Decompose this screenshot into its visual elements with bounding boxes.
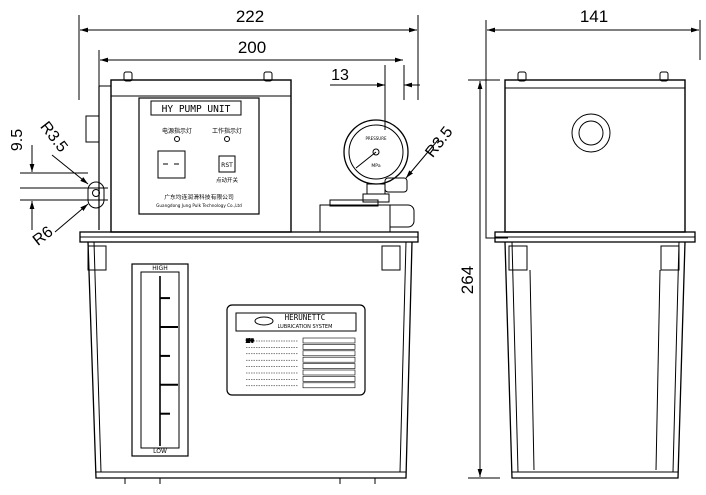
nameplate-rows: 型号	[246, 337, 356, 389]
gauge-fitting	[384, 177, 408, 193]
dim-label-264: 264	[458, 266, 477, 294]
gauge-nut	[362, 193, 390, 203]
nameplate-value-box	[302, 356, 356, 363]
tank-rib-left	[87, 245, 107, 271]
brand-logo-icon	[254, 316, 274, 326]
dim-label-200: 200	[238, 38, 266, 57]
gauge-pivot	[372, 148, 380, 156]
pressure-gauge-dial	[348, 124, 404, 180]
power-lamp-label: 电源指示灯	[162, 127, 192, 135]
top-bolt-left	[123, 71, 133, 82]
dim-label-13: 13	[331, 67, 349, 84]
tank-inner-left	[93, 241, 102, 473]
dim-label-141: 141	[580, 7, 608, 26]
work-indicator-lamp	[224, 136, 230, 142]
power-switch[interactable]	[157, 150, 186, 179]
nameplate-value-box	[302, 369, 356, 376]
side-bracket	[485, 170, 508, 239]
reset-button-frame[interactable]	[218, 155, 236, 173]
reset-switch-label: 点动开关	[216, 176, 239, 184]
side-motor-housing	[504, 79, 686, 233]
power-indicator-lamp	[174, 136, 180, 142]
nameplate-brand: HERUNETTC	[285, 313, 326, 322]
panel-title: HY PUMP UNIT	[162, 104, 231, 115]
level-window-inner	[140, 271, 180, 449]
side-oil-tank	[504, 241, 686, 479]
side-top-bolt-right	[659, 71, 669, 82]
company-name-en: Guangdong Jung Pulk Technology Co.,Ltd	[156, 203, 242, 208]
tank-inner-right	[399, 241, 407, 473]
side-top-bolt-left	[517, 71, 527, 82]
gauge-needle	[355, 151, 377, 169]
nameplate-value-box	[302, 337, 356, 344]
motor-cover-inner	[578, 120, 604, 146]
tank-rib-right	[381, 245, 401, 271]
gauge-stem	[366, 183, 386, 195]
nameplate-row-text: 型号	[246, 337, 254, 343]
level-low-label: LOW	[153, 448, 167, 455]
side-tank-edge-left	[529, 269, 535, 471]
nameplate-value-box	[302, 376, 356, 382]
level-high-label: HIGH	[152, 265, 167, 272]
oil-tank	[87, 241, 413, 479]
leader-r35-right	[405, 139, 439, 179]
gauge-top-label: PRESSURE	[365, 136, 387, 141]
side-rib-right	[660, 245, 680, 271]
nameplate-value-box	[302, 382, 356, 389]
nameplate-value-box	[302, 350, 356, 357]
dim-label-r35-left: R3.5	[36, 119, 70, 156]
side-tank-inner-left	[511, 241, 519, 473]
dim-label-r35-right: R3.5	[422, 124, 456, 161]
company-name-cn: 广东均连润滑科技有限公司	[164, 193, 234, 201]
filler-cap-body	[319, 204, 391, 233]
mounting-hole	[92, 189, 100, 197]
outlet-fitting	[390, 204, 415, 228]
oil-level-window	[131, 263, 189, 457]
nameplate-subtitle: LUBRICATION SYSTEM	[278, 324, 333, 330]
control-panel	[138, 97, 260, 215]
side-tank-inner-right	[672, 241, 680, 473]
gauge-unit-label: MPa	[371, 163, 380, 169]
motor-cover-outer	[571, 113, 611, 153]
side-rib-left	[508, 245, 528, 271]
filler-cap-top	[329, 199, 379, 207]
leader-r35-left	[51, 154, 89, 185]
left-bracket	[85, 115, 100, 143]
reset-button-label[interactable]: RST	[221, 162, 233, 169]
nameplate-header	[235, 312, 357, 332]
mounting-slot	[87, 181, 105, 209]
nameplate-value-box	[302, 344, 356, 350]
panel-title-box	[150, 100, 242, 116]
nameplate-value-box	[302, 363, 356, 369]
motor-housing	[110, 79, 292, 233]
side-tank-edge-right	[655, 269, 661, 471]
dim-label-222: 222	[236, 7, 264, 26]
nameplate	[226, 304, 366, 396]
work-lamp-label: 工作指示灯	[212, 127, 242, 135]
top-bolt-right	[263, 71, 273, 82]
dim-label-9.5: 9.5	[9, 129, 26, 151]
level-ticks	[160, 297, 178, 415]
dim-label-r6: R6	[30, 223, 57, 249]
leader-r6	[54, 203, 89, 233]
